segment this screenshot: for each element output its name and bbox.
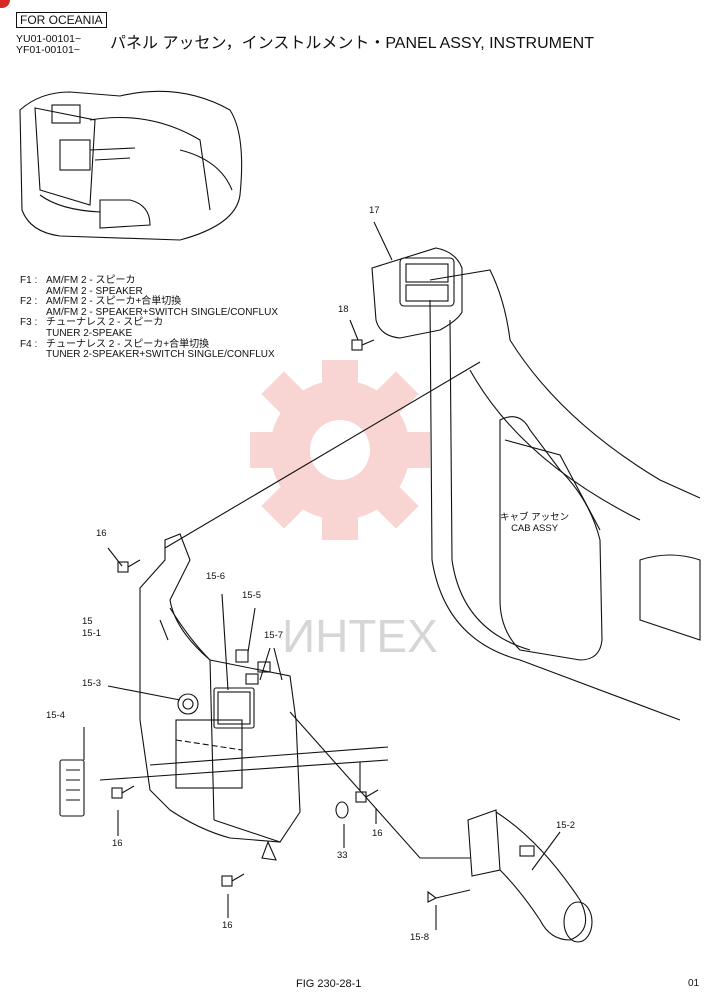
bolt-16c-icon (355, 789, 379, 803)
callout-15-5: 15-5 (242, 590, 262, 601)
cab-assy-label-jp: キャブ アッセン (500, 512, 570, 523)
page-number: 01 (688, 978, 700, 989)
callout-16: 16 (372, 828, 383, 839)
bolt-16b-icon (111, 785, 135, 799)
bolt-18-icon (351, 339, 375, 351)
leader-line (373, 221, 393, 261)
serial-range: YU01-00101~ YF01-00101~ (16, 34, 81, 56)
serial-line: YF01-00101~ (16, 44, 80, 56)
callout-15-1: 15-1 (82, 628, 102, 639)
inner-panel-assy (139, 533, 301, 861)
callout-15: 15 (82, 616, 93, 627)
callout-15-6: 15-6 (206, 571, 226, 582)
corner-tab-mark (0, 0, 10, 8)
watermark-gear-icon (250, 360, 430, 540)
cab-assy-label-en: CAB ASSY (511, 523, 559, 534)
bolt-16d-icon (221, 873, 245, 887)
serial-line: YU01-00101~ (16, 33, 82, 45)
excavator-cab-thumbnail (19, 90, 243, 241)
region-tag: FOR OCEANIA (16, 12, 107, 28)
page-title: パネル アッセン，インストルメント・PANEL ASSY, INSTRUMENT (110, 35, 594, 52)
callout-16: 16 (96, 528, 107, 539)
instrument-monitor-unit (371, 247, 463, 339)
speaker-grill-15-4 (59, 759, 85, 817)
callout-15-4: 15-4 (46, 710, 66, 721)
callout-18: 18 (338, 304, 349, 315)
air-duct-15-2 (467, 809, 593, 943)
cap-33-icon (335, 801, 349, 819)
bolt-16a-icon (117, 559, 141, 573)
cab-structure-outline (429, 269, 701, 721)
callout-33: 33 (337, 850, 348, 861)
callout-17: 17 (369, 205, 380, 216)
callout-16: 16 (112, 838, 123, 849)
figure-number: FIG 230-28-1 (296, 978, 362, 990)
callout-15-3: 15-3 (82, 678, 102, 689)
callout-15-7: 15-7 (264, 630, 284, 641)
watermark-text: ИНТЕХ (282, 610, 438, 662)
callout-15-2: 15-2 (556, 820, 576, 831)
callout-15-8: 15-8 (410, 932, 430, 943)
screw-15-8-icon (427, 889, 471, 903)
callout-16: 16 (222, 920, 233, 931)
cab-assy-label: キャブ アッセン CAB ASSY (500, 512, 569, 534)
